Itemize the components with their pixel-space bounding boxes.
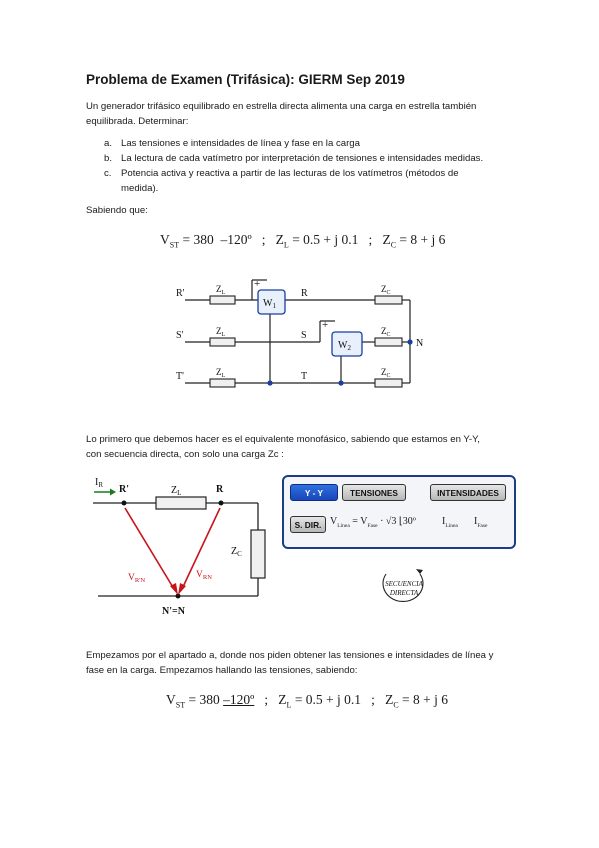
eq-sep: ; xyxy=(358,232,383,247)
eq-zl-value: = 0.5 + j 0.1 xyxy=(291,692,362,707)
wattmeter-w2 xyxy=(331,331,363,357)
zc-label: ZC xyxy=(381,367,391,379)
w2-plus-sign: + xyxy=(322,319,328,331)
tensiones-button[interactable]: TENSIONES xyxy=(342,484,406,501)
single-phase-equivalent-diagram: IR R' R ZL ZC N'=N VR'N VRN xyxy=(93,477,266,617)
eq-sep: ; xyxy=(361,692,386,707)
intro-line: equilibrada. Determinar: xyxy=(86,116,189,127)
intro-line: Un generador trifásico equilibrado en es… xyxy=(86,101,477,112)
list-item: b. La lectura de cada vatímetro por inte… xyxy=(104,151,524,166)
node-r-prime: R' xyxy=(119,484,129,495)
eq-zc-sub: C xyxy=(393,700,399,710)
voltage-formula: VLínea = VFase · √3 ⌊30º xyxy=(330,516,416,529)
v-rn-label: VRN xyxy=(196,570,212,581)
eq-zl-sub: L xyxy=(283,240,289,250)
zc-label: ZC xyxy=(381,326,391,338)
list-item: a. Las tensiones e intensidades de línea… xyxy=(104,136,524,151)
svg-text:SECUENCIA: SECUENCIA xyxy=(385,580,423,588)
three-phase-circuit-diagram: R' S' T' R S T N + + W1 W2 ZL ZL ZL ZC Z… xyxy=(176,278,423,388)
list-item-text: La lectura de cada vatímetro por interpr… xyxy=(121,153,484,164)
wattmeter-w1 xyxy=(257,289,286,315)
eq-zl-value: = 0.5 + j 0.1 xyxy=(288,232,359,247)
eq-zl-symbol: Z xyxy=(278,692,287,707)
eq-zc-symbol: Z xyxy=(385,692,394,707)
zc-label: ZC xyxy=(231,546,242,558)
node-label: S xyxy=(301,330,307,341)
node-label: T xyxy=(301,371,307,382)
secuencia-directa-stamp: SECUENCIA DIRECTA xyxy=(382,569,424,602)
given-equation: VST = 380 –120º ; ZL = 0.5 + j 0.1 ; ZC … xyxy=(160,232,445,250)
empezamos-paragraph: Empezamos por el apartado a, donde nos p… xyxy=(86,648,493,678)
given-equation-2: VST = 380 –120º ; ZL = 0.5 + j 0.1 ; ZC … xyxy=(166,692,448,710)
paragraph-line: con secuencia directa, con solo una carg… xyxy=(86,449,284,460)
node-r: R xyxy=(216,484,224,495)
zc-label: ZC xyxy=(381,284,391,296)
list-item-line: Potencia activa y reactiva a partir de l… xyxy=(121,168,459,179)
eq-zc-value: = 8 + j 6 xyxy=(396,232,446,247)
eq-zc-symbol: Z xyxy=(382,232,391,247)
eq-sep: ; xyxy=(254,692,279,707)
intensidades-button[interactable]: INTENSIDADES xyxy=(430,484,506,501)
list-item-text: Las tensiones e intensidades de línea y … xyxy=(121,138,360,149)
list-marker: c. xyxy=(104,168,112,179)
eq-v-value: = 380 xyxy=(185,692,224,707)
eq-zl-sub: L xyxy=(286,700,292,710)
paragraph-line: Lo primero que debemos hacer es el equiv… xyxy=(86,434,480,445)
neutral-label: N xyxy=(416,338,423,349)
eq-v-symbol: V xyxy=(166,692,176,707)
i-linea-label: ILínea xyxy=(442,516,458,529)
w2-label: W2 xyxy=(338,340,351,352)
i-fase-label: IFase xyxy=(474,516,488,529)
svg-text:DIRECTA: DIRECTA xyxy=(389,589,419,597)
zl-label: ZL xyxy=(216,326,226,338)
w1-label: W1 xyxy=(263,298,276,310)
v-rn-prime-label: VR'N xyxy=(128,573,145,584)
w1-plus-sign: + xyxy=(254,278,260,290)
list-marker: a. xyxy=(104,138,113,149)
eq-v-value: = 380 –120º xyxy=(179,232,252,247)
formula-panel: Y - Y TENSIONES INTENSIDADES S. DIR. VLí… xyxy=(282,475,516,549)
zl-label: ZL xyxy=(171,485,181,497)
list-item-text: Potencia activa y reactiva a partir de l… xyxy=(121,166,459,196)
list-item-line: medida). xyxy=(121,183,159,194)
paragraph-line: fase en la carga. Empezamos hallando las… xyxy=(86,665,358,676)
eq-sep: ; xyxy=(251,232,276,247)
node-label: S' xyxy=(176,330,184,341)
zl-label: ZL xyxy=(216,367,226,379)
zl-label: ZL xyxy=(216,284,226,296)
node-label: R' xyxy=(176,288,185,299)
sabiendo-label: Sabiendo que: xyxy=(86,205,148,216)
monophase-paragraph: Lo primero que debemos hacer es el equiv… xyxy=(86,432,480,462)
eq-v-angle: –120º xyxy=(223,692,255,707)
page-title: Problema de Examen (Trifásica): GIERM Se… xyxy=(86,72,405,87)
current-label: IR xyxy=(95,477,103,489)
intro-paragraph: Un generador trifásico equilibrado en es… xyxy=(86,99,476,129)
eq-v-symbol: V xyxy=(160,232,170,247)
secuencia-directa-button[interactable]: S. DIR. xyxy=(290,516,326,533)
eq-v-sub: ST xyxy=(169,240,180,250)
list-marker: b. xyxy=(104,153,113,164)
node-label: R xyxy=(301,288,308,299)
task-list: a. Las tensiones e intensidades de línea… xyxy=(104,136,524,196)
eq-zc-sub: C xyxy=(390,240,397,250)
paragraph-line: Empezamos por el apartado a, donde nos p… xyxy=(86,650,494,661)
eq-zl-symbol: Z xyxy=(275,232,284,247)
node-label: T' xyxy=(176,371,184,382)
eq-zc-value: = 8 + j 6 xyxy=(398,692,449,707)
eq-v-sub: ST xyxy=(175,700,186,710)
list-item: c. Potencia activa y reactiva a partir d… xyxy=(104,166,524,196)
yy-button[interactable]: Y - Y xyxy=(290,484,338,501)
neutral-label: N'=N xyxy=(162,606,186,617)
